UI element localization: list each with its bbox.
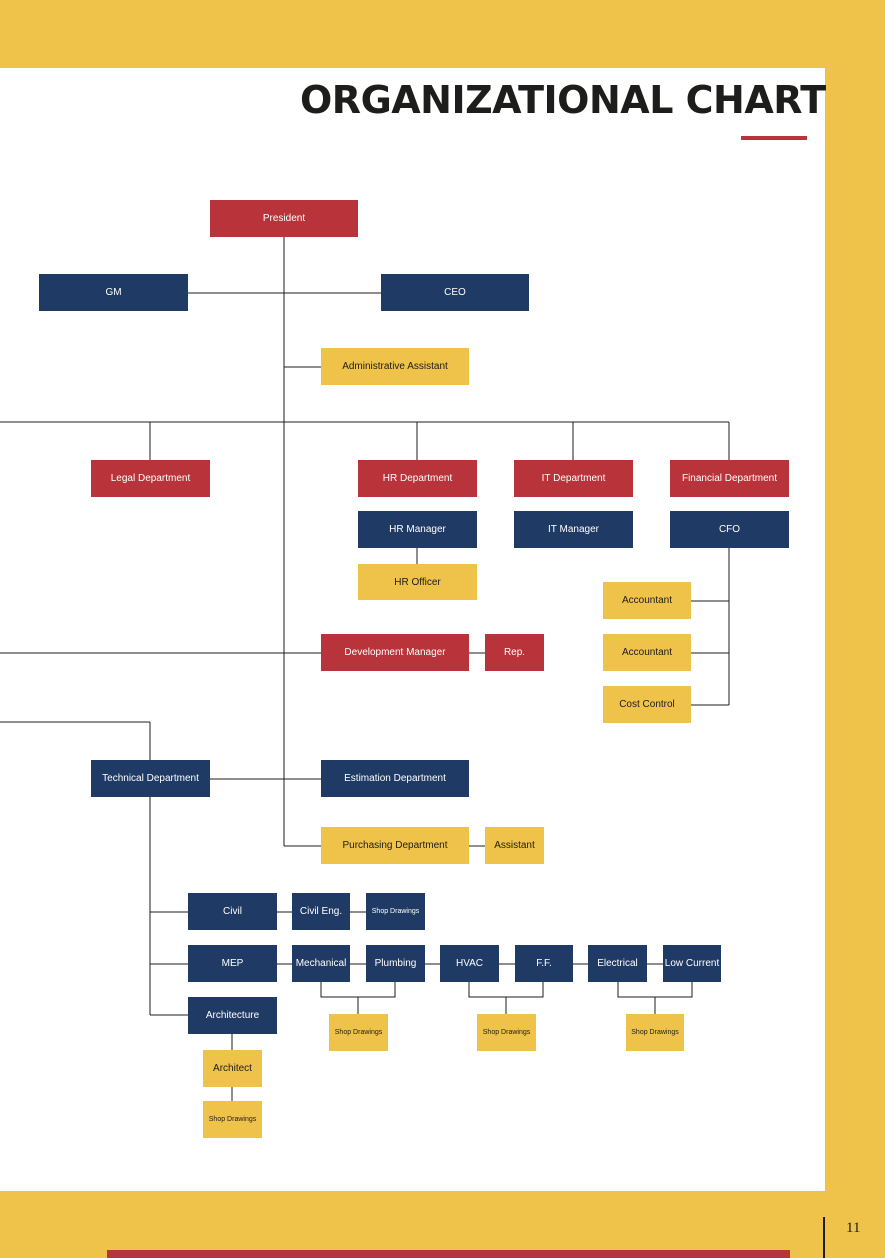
shop-drawings-box: Shop Drawings — [626, 1014, 684, 1051]
financial-department-box: Financial Department — [670, 460, 789, 497]
assistant-box: Assistant — [485, 827, 544, 864]
estimation-department-box: Estimation Department — [321, 760, 469, 797]
legal-department-box: Legal Department — [91, 460, 210, 497]
low-current-box: Low Current — [663, 945, 721, 982]
page-title: ORGANIZATIONAL CHART — [300, 78, 826, 122]
cost-control-box: Cost Control — [603, 686, 691, 723]
mechanical-box: Mechanical — [292, 945, 350, 982]
plumbing-box: Plumbing — [366, 945, 425, 982]
administrative-assistant-box: Administrative Assistant — [321, 348, 469, 385]
technical-department-box: Technical Department — [91, 760, 210, 797]
mep-box: MEP — [188, 945, 277, 982]
shop-drawings-box: Shop Drawings — [203, 1101, 262, 1138]
rep-box: Rep. — [485, 634, 544, 671]
hr-department-box: HR Department — [358, 460, 477, 497]
purchasing-department-box: Purchasing Department — [321, 827, 469, 864]
gm-box: GM — [39, 274, 188, 311]
architect-box: Architect — [203, 1050, 262, 1087]
shop-drawings-box: Shop Drawings — [366, 893, 425, 930]
footer-bar — [107, 1250, 790, 1258]
shop-drawings-box: Shop Drawings — [477, 1014, 536, 1051]
electrical-box: Electrical — [588, 945, 647, 982]
page-number-divider — [823, 1217, 825, 1258]
it-department-box: IT Department — [514, 460, 633, 497]
development-manager-box: Development Manager — [321, 634, 469, 671]
shop-drawings-box: Shop Drawings — [329, 1014, 388, 1051]
civil-box: Civil — [188, 893, 277, 930]
title-underline — [741, 136, 807, 140]
president-box: President — [210, 200, 358, 237]
hvac-box: HVAC — [440, 945, 499, 982]
cfo-box: CFO — [670, 511, 789, 548]
civil-eng-box: Civil Eng. — [292, 893, 350, 930]
it-manager-box: IT Manager — [514, 511, 633, 548]
chart-panel — [0, 68, 825, 1191]
accountant-box: Accountant — [603, 634, 691, 671]
architecture-box: Architecture — [188, 997, 277, 1034]
ceo-box: CEO — [381, 274, 529, 311]
hr-officer-box: HR Officer — [358, 564, 477, 600]
ff-box: F.F. — [515, 945, 573, 982]
hr-manager-box: HR Manager — [358, 511, 477, 548]
page-number: 11 — [846, 1220, 861, 1236]
accountant-box: Accountant — [603, 582, 691, 619]
